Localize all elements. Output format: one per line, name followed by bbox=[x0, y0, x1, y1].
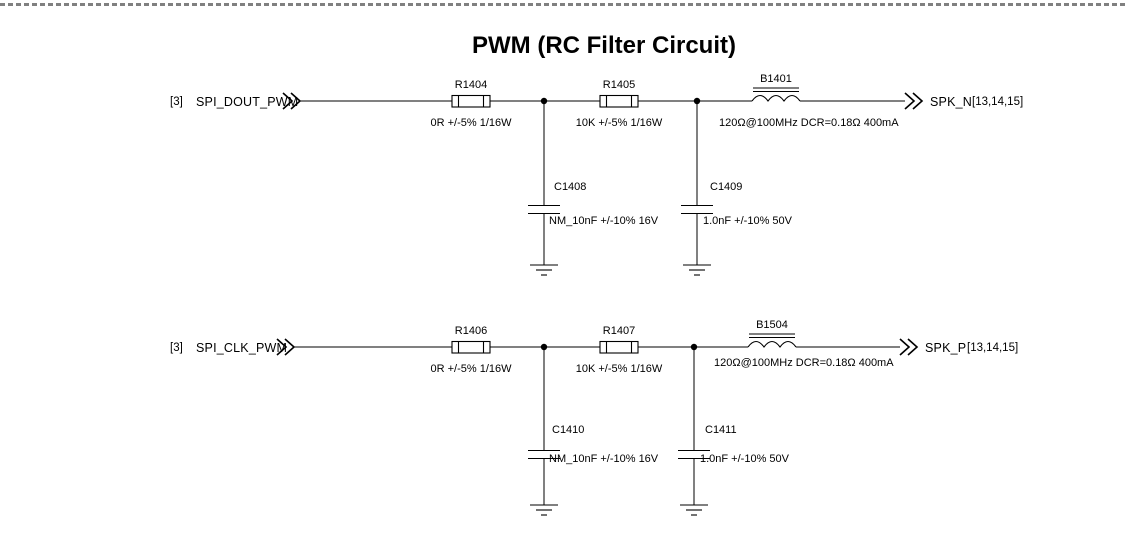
component-value-R1405: 10K +/-5% 1/16W bbox=[576, 117, 663, 129]
component-value-R1406: 0R +/-5% 1/16W bbox=[430, 363, 512, 375]
output-port-label-row2: SPK_P bbox=[925, 341, 966, 355]
component-value-C1410: NM_10nF +/-10% 16V bbox=[549, 453, 659, 465]
net-row1: [3] SPI_DOUT_PWM R1404 0R +/-5% 1/16W bbox=[170, 73, 1023, 276]
input-port-sheet-ref-row1: [3] bbox=[170, 96, 183, 108]
component-value-R1407: 10K +/-5% 1/16W bbox=[576, 363, 663, 375]
output-port-label-row1: SPK_N bbox=[930, 95, 972, 109]
ground-symbol-C1410 bbox=[530, 504, 558, 516]
component-B1504[interactable]: B1504 120Ω@100MHz DCR=0.18Ω 400mA bbox=[714, 319, 894, 369]
input-port-label-row2: SPI_CLK_PWM bbox=[196, 341, 287, 355]
component-R1405[interactable]: R1405 10K +/-5% 1/16W bbox=[576, 79, 663, 129]
component-R1407[interactable]: R1407 10K +/-5% 1/16W bbox=[576, 325, 663, 375]
input-port-sheet-ref-row2: [3] bbox=[170, 342, 183, 354]
component-value-C1409: 1.0nF +/-10% 50V bbox=[703, 215, 793, 227]
component-R1404[interactable]: R1404 0R +/-5% 1/16W bbox=[430, 79, 512, 129]
page-title: PWM (RC Filter Circuit) bbox=[472, 32, 736, 59]
component-ref-R1404: R1404 bbox=[455, 79, 487, 91]
component-C1410[interactable]: C1410 NM_10nF +/-10% 16V bbox=[528, 347, 659, 516]
component-value-B1401: 120Ω@100MHz DCR=0.18Ω 400mA bbox=[719, 117, 899, 129]
input-port-row1[interactable]: [3] SPI_DOUT_PWM bbox=[170, 92, 302, 110]
component-ref-B1401: B1401 bbox=[760, 73, 792, 85]
ground-symbol-C1409 bbox=[683, 264, 711, 276]
component-ref-R1407: R1407 bbox=[603, 325, 635, 337]
output-port-row1[interactable]: SPK_N [13,14,15] bbox=[904, 92, 1023, 110]
component-ref-R1405: R1405 bbox=[603, 79, 635, 91]
component-ref-B1504: B1504 bbox=[756, 319, 788, 331]
component-C1411[interactable]: C1411 1.0nF +/-10% 50V bbox=[678, 347, 790, 516]
input-port-label-row1: SPI_DOUT_PWM bbox=[196, 95, 298, 109]
net-row2: [3] SPI_CLK_PWM R1406 0R +/-5% 1/16W bbox=[170, 319, 1018, 516]
double-chevron-right-icon bbox=[904, 92, 924, 110]
output-port-row2[interactable]: SPK_P [13,14,15] bbox=[899, 338, 1018, 356]
component-ref-C1411: C1411 bbox=[705, 424, 737, 436]
component-C1409[interactable]: C1409 1.0nF +/-10% 50V bbox=[681, 101, 793, 276]
component-ref-R1406: R1406 bbox=[455, 325, 487, 337]
component-value-C1408: NM_10nF +/-10% 16V bbox=[549, 215, 659, 227]
component-B1401[interactable]: B1401 120Ω@100MHz DCR=0.18Ω 400mA bbox=[719, 73, 899, 129]
ground-symbol-C1411 bbox=[680, 504, 708, 516]
component-ref-C1410: C1410 bbox=[552, 424, 584, 436]
component-value-B1504: 120Ω@100MHz DCR=0.18Ω 400mA bbox=[714, 357, 894, 369]
component-R1406[interactable]: R1406 0R +/-5% 1/16W bbox=[430, 325, 512, 375]
double-chevron-right-icon bbox=[899, 338, 919, 356]
component-value-C1411: 1.0nF +/-10% 50V bbox=[700, 453, 790, 465]
component-value-R1404: 0R +/-5% 1/16W bbox=[430, 117, 512, 129]
component-C1408[interactable]: C1408 NM_10nF +/-10% 16V bbox=[528, 101, 659, 276]
input-port-row2[interactable]: [3] SPI_CLK_PWM bbox=[170, 338, 296, 356]
ground-symbol-C1408 bbox=[530, 264, 558, 276]
output-port-sheet-ref-row1: [13,14,15] bbox=[972, 96, 1023, 108]
output-port-sheet-ref-row2: [13,14,15] bbox=[967, 342, 1018, 354]
component-ref-C1408: C1408 bbox=[554, 181, 586, 193]
component-ref-C1409: C1409 bbox=[710, 181, 742, 193]
